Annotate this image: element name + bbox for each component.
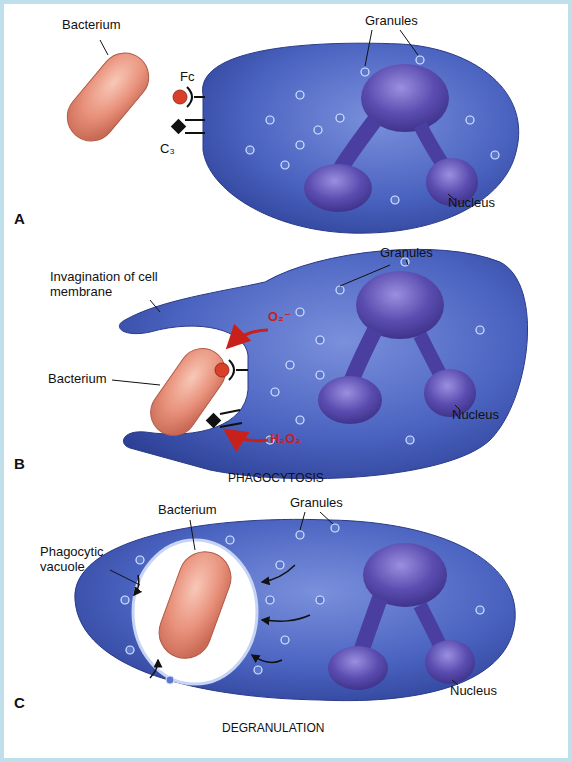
part-label: Granules — [380, 246, 460, 261]
part-label: Granules — [365, 14, 445, 29]
c3-receptor — [220, 410, 242, 427]
nucleus — [304, 64, 478, 212]
panel-letter: C — [14, 694, 44, 711]
leader-lines — [112, 260, 460, 410]
nucleus — [328, 543, 475, 690]
chemical-label: O₂⁻ — [268, 310, 308, 325]
c3-fragment — [206, 413, 222, 429]
granules — [266, 258, 484, 444]
panel-caption: PHAGOCYTOSIS — [228, 472, 378, 486]
part-label: Bacterium — [158, 503, 248, 518]
part-label: Nucleus — [450, 684, 520, 699]
leader-lines — [100, 30, 455, 200]
superoxide-arrow — [230, 330, 268, 345]
nucleus — [318, 271, 476, 424]
phagocytic-vacuole — [133, 540, 257, 684]
leader-lines — [110, 512, 458, 685]
part-label: Phagocytic vacuole — [40, 545, 120, 575]
neutrophil-cell — [75, 519, 515, 700]
bacterium — [142, 339, 235, 444]
fc-receptor — [187, 87, 205, 107]
neutrophil-cell — [119, 249, 527, 478]
bacterium — [152, 544, 238, 665]
fc-fragment — [173, 90, 187, 104]
part-label: Granules — [290, 496, 370, 511]
degranulation-arrows — [134, 565, 310, 678]
part-label: Bacterium — [62, 18, 152, 33]
c3-fragment — [171, 119, 187, 135]
c3-receptor — [185, 120, 205, 133]
panel-letter: B — [14, 455, 44, 472]
peroxide-arrow — [228, 432, 268, 441]
panel-letter: A — [14, 210, 44, 227]
neutrophil-cell — [203, 43, 519, 233]
part-label: Nucleus — [452, 408, 522, 423]
part-label: Bacterium — [48, 372, 128, 387]
part-label: Invagination of cell membrane — [50, 270, 180, 300]
granules — [121, 524, 484, 684]
part-label: Nucleus — [448, 196, 518, 211]
chemical-label: H₂O₂ — [270, 432, 330, 447]
part-label: C₃ — [160, 142, 190, 157]
bacterium — [57, 43, 158, 150]
panel-caption: DEGRANULATION — [222, 722, 382, 736]
part-label: Fc — [180, 70, 210, 85]
fc-receptor — [229, 360, 248, 380]
fc-fragment — [215, 363, 229, 377]
granules — [246, 56, 499, 204]
